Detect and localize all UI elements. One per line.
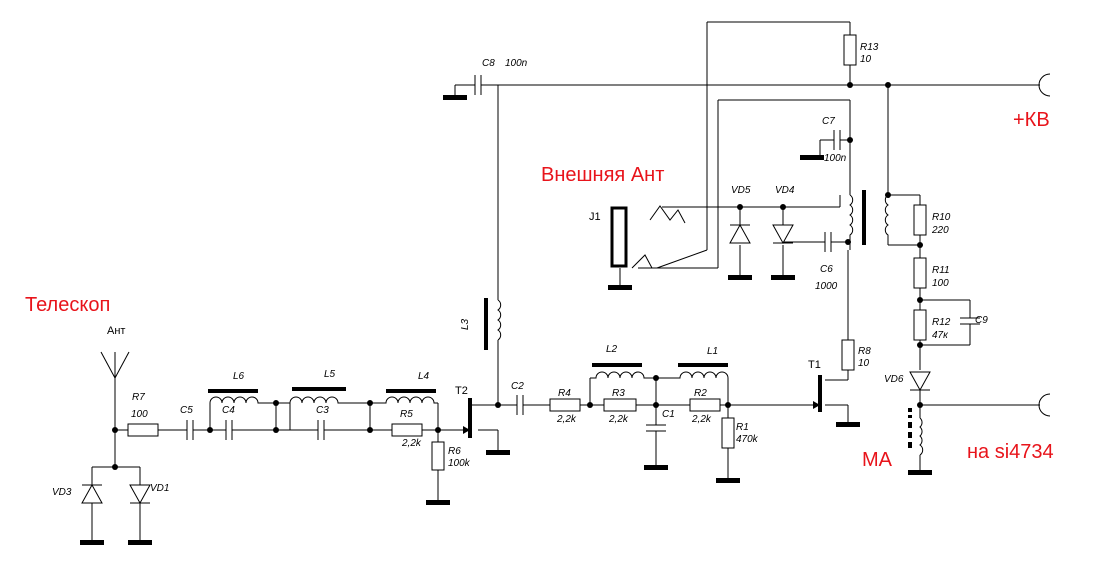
c6-label: C6 xyxy=(820,264,833,275)
r10-value: 220 xyxy=(931,225,949,236)
c6-value: 1000 xyxy=(815,281,838,292)
r5-label: R5 xyxy=(400,409,413,420)
r10-label: R10 xyxy=(932,212,951,223)
r7-body xyxy=(127,423,159,437)
r12-label: R12 xyxy=(932,317,951,328)
external-antenna-annotation: Внешняя Ант xyxy=(541,164,664,186)
j1-connector xyxy=(610,205,686,269)
r12-body xyxy=(913,309,927,341)
t2-label: T2 xyxy=(455,385,468,397)
r8-body xyxy=(841,339,855,371)
l5-label: L5 xyxy=(324,369,336,380)
r1-label: R1 xyxy=(736,422,749,433)
r3-value: 2,2k xyxy=(608,414,629,425)
r6-body xyxy=(431,441,445,471)
l2-label: L2 xyxy=(606,344,618,355)
capacitors xyxy=(186,75,980,440)
resistors xyxy=(127,34,927,471)
c8-value: 100n xyxy=(505,58,528,69)
r3-label: R3 xyxy=(612,388,625,399)
r2-value: 2,2k xyxy=(691,414,712,425)
r11-body xyxy=(913,257,927,289)
t1-label: T1 xyxy=(808,359,821,371)
r6-value: 100k xyxy=(448,458,471,469)
terminals xyxy=(1038,73,1051,417)
r4-body xyxy=(549,398,581,412)
vd1-label: VD1 xyxy=(150,483,169,494)
r8-label: R8 xyxy=(858,346,871,357)
c8-label: C8 xyxy=(482,58,495,69)
r5-value: 2,2k xyxy=(401,438,422,449)
telescope-antenna xyxy=(100,351,130,379)
c9-label: C9 xyxy=(975,315,988,326)
r1-value: 470k xyxy=(736,434,759,445)
l6-label: L6 xyxy=(233,371,245,382)
l1-label: L1 xyxy=(707,346,718,357)
r13-body xyxy=(843,34,857,66)
r11-value: 100 xyxy=(932,278,949,289)
r3-body xyxy=(603,398,637,412)
r7-value: 100 xyxy=(131,409,148,420)
transistors xyxy=(462,375,822,438)
diodes xyxy=(81,223,931,505)
r4-value: 2,2k xyxy=(556,414,577,425)
r13-label: R13 xyxy=(860,42,879,53)
r2-label: R2 xyxy=(694,388,707,399)
vd5-label: VD5 xyxy=(731,185,751,196)
r6-label: R6 xyxy=(448,446,461,457)
r5-body xyxy=(391,423,423,437)
inductors xyxy=(208,190,924,456)
r1-body xyxy=(721,417,735,449)
c4-label: C4 xyxy=(222,405,235,416)
l3-label: L3 xyxy=(460,318,471,330)
vd3-label: VD3 xyxy=(52,487,72,498)
ground-symbols xyxy=(80,84,932,545)
si4734-annotation: на si4734 xyxy=(967,441,1054,463)
c1-label: C1 xyxy=(662,409,675,420)
r13-value: 10 xyxy=(860,54,872,65)
c5-label: C5 xyxy=(180,405,193,416)
r2-body xyxy=(689,398,721,412)
c2-label: C2 xyxy=(511,381,524,392)
r11-label: R11 xyxy=(932,265,950,276)
c7-label: C7 xyxy=(822,116,835,127)
r8-value: 10 xyxy=(858,358,870,369)
annotations: Телескоп Внешняя Ант +КВ МА на si4734 xyxy=(25,109,1054,471)
r4-label: R4 xyxy=(558,388,571,399)
r10-body xyxy=(913,204,927,236)
junctions xyxy=(112,82,923,470)
j1-label: J1 xyxy=(589,211,601,223)
component-labels: Ант R7 100 C5 C4 C3 L6 L5 L4 R5 2,2k R6 … xyxy=(52,42,988,498)
vd6-label: VD6 xyxy=(884,374,904,385)
r7-label: R7 xyxy=(132,392,145,403)
ma-annotation: МА xyxy=(862,449,893,471)
wires xyxy=(91,21,1040,540)
c7-value: 100n xyxy=(824,153,847,164)
plus-kv-annotation: +КВ xyxy=(1013,109,1050,131)
ant-label: Ант xyxy=(107,325,125,337)
telescope-annotation: Телескоп xyxy=(25,294,110,316)
r12-value: 47к xyxy=(932,330,949,341)
c3-label: C3 xyxy=(316,405,329,416)
l4-label: L4 xyxy=(418,371,430,382)
vd4-label: VD4 xyxy=(775,185,795,196)
